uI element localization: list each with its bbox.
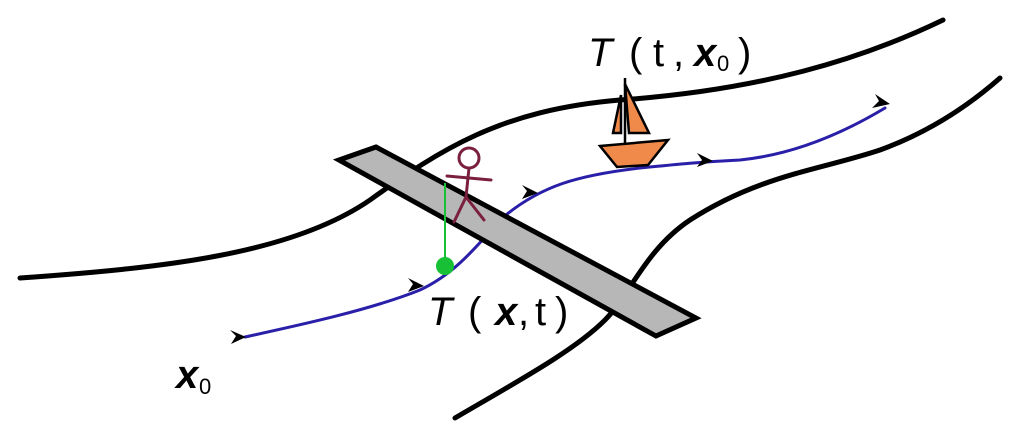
boat-label: T ( t , x 0 ) [588,31,751,76]
boat-label-func: T [588,31,615,75]
observer-label-arg1: x [493,290,519,334]
trajectory-arrow-icon [408,278,424,292]
observer-label-comma: , [518,290,529,334]
trajectory-arrow-icon [697,153,713,167]
boat-label-arg2: x [692,31,718,75]
trajectory-arrow-icon [872,94,890,108]
observer-label-arg2: t [535,290,546,334]
upper-river-bank [17,17,946,281]
sailboat-icon [597,78,671,169]
start-label-symbol: x [174,353,200,397]
start-label-subscript: 0 [199,374,211,399]
trajectory-arrow-icon [230,330,246,344]
boat-hull [597,138,671,169]
observer-label-close: ) [555,290,568,334]
probe-point [436,257,454,275]
boat-label-open: ( [629,31,643,75]
observer-label-func: T [428,290,455,334]
boat-sail-jib [611,94,623,135]
boat-label-comma: , [673,31,684,75]
observer-label: T ( x , t ) [428,290,568,334]
start-label: x 0 [174,353,211,399]
boat-sail-main [623,83,652,135]
lower-river-bank [452,75,1003,421]
bridge [332,144,702,339]
trajectory-arrow-icon [522,185,538,199]
boat-label-arg1: t [653,31,664,75]
boat-label-close: ) [738,31,751,75]
observer-person-icon [445,146,493,224]
boat-label-arg2-subscript: 0 [717,51,729,76]
trajectory-line [243,106,887,339]
observer-label-open: ( [468,290,482,334]
